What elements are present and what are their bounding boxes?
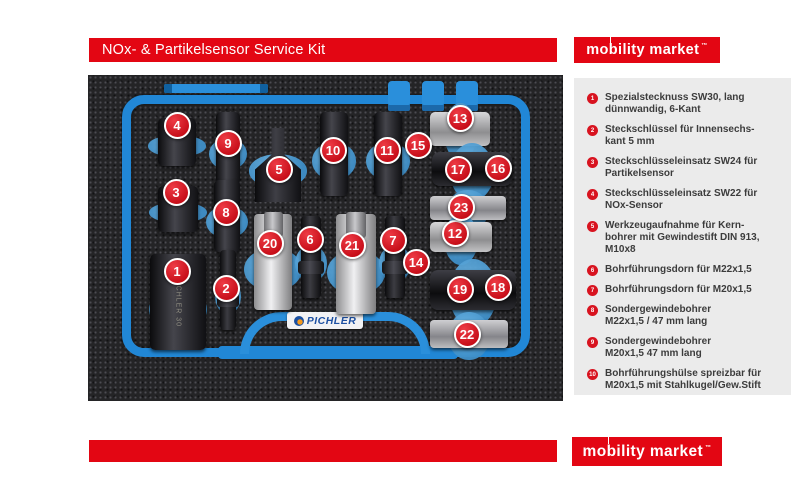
tool-marker-17: 17 <box>444 155 472 183</box>
legend-item-2: 2 Steckschlüssel für Innensechs- kant 5 m… <box>587 124 781 148</box>
legend-text: Bohrführungshülse spreizbar für M20x1,5 … <box>605 368 762 391</box>
tool-marker-19: 19 <box>446 275 474 303</box>
case-latch <box>388 81 410 111</box>
tool-marker-12: 12 <box>441 219 469 247</box>
legend-bullet: 2 <box>587 125 598 136</box>
page-title: NOx- & Partikelsensor Service Kit <box>102 42 326 58</box>
tool-20 <box>254 212 292 310</box>
tool-marker-2: 2 <box>212 274 240 302</box>
tool-marker-20: 20 <box>256 229 284 257</box>
tool-marker-1: 1 <box>163 257 191 285</box>
tool-marker-14: 14 <box>402 248 430 276</box>
footer-rule <box>89 440 557 462</box>
legend-item-6: 6 Bohrführungsdorn für M22x1,5 <box>587 264 781 276</box>
case-latch <box>422 81 444 111</box>
legend-item-5: 5 Werkzeugaufnahme für Kern- bohrer mit G… <box>587 220 781 256</box>
brand-name: mobility market <box>582 442 704 460</box>
tool-marker-8: 8 <box>212 198 240 226</box>
legend-item-3: 3 Steckschlüsseleinsatz SW24 für Partikel… <box>587 156 781 180</box>
case-hinge <box>164 84 268 93</box>
legend-text: Sondergewindebohrer M22x1,5 / 47 mm lang <box>605 304 712 327</box>
tool-21 <box>336 212 376 314</box>
legend-text: Werkzeugaufnahme für Kern- bohrer mit Ge… <box>605 220 760 255</box>
legend-text: Steckschlüsseleinsatz SW22 für NOx-Senso… <box>605 188 758 211</box>
legend-text: Steckschlüsseleinsatz SW24 für Partikels… <box>605 156 758 179</box>
trademark-symbol: ™ <box>701 43 708 49</box>
tool-marker-4: 4 <box>163 111 191 139</box>
legend-item-10: 10 Bohrführungshülse spreizbar für M20x1,… <box>587 368 781 392</box>
legend-panel: 1 Spezialstecknuss SW30, lang dünnwandig,… <box>574 78 791 395</box>
tool-marker-6: 6 <box>296 225 324 253</box>
legend-item-7: 7 Bohrführungsdorn für M20x1,5 <box>587 284 781 296</box>
tool-marker-3: 3 <box>162 178 190 206</box>
tool-marker-18: 18 <box>484 273 512 301</box>
legend-item-4: 4 Steckschlüsseleinsatz SW22 für NOx-Sens… <box>587 188 781 212</box>
legend-bullet: 6 <box>587 265 598 276</box>
tool-marker-23: 23 <box>447 193 475 221</box>
tool-marker-5: 5 <box>265 155 293 183</box>
page-title-bar: NOx- & Partikelsensor Service Kit <box>89 38 557 62</box>
trademark-symbol: ™ <box>705 444 712 451</box>
tool-marker-9: 9 <box>214 129 242 157</box>
legend-item-8: 8 Sondergewindebohrer M22x1,5 / 47 mm lan… <box>587 304 781 328</box>
tool-marker-15: 15 <box>404 131 432 159</box>
legend-text: Spezialstecknuss SW30, lang dünnwandig, … <box>605 92 745 115</box>
legend-bullet: 9 <box>587 337 598 348</box>
tool-marker-21: 21 <box>338 231 366 259</box>
tool-marker-13: 13 <box>446 104 474 132</box>
tool-marker-16: 16 <box>484 154 512 182</box>
brand-name: mobility market <box>586 42 700 58</box>
legend-bullet: 1 <box>587 93 598 104</box>
tool-marker-22: 22 <box>453 320 481 348</box>
pichler-sticker: PICHLER <box>287 312 363 329</box>
legend-bullet: 4 <box>587 189 598 200</box>
legend-bullet: 10 <box>587 369 598 380</box>
legend-text: Bohrführungsdorn für M22x1,5 <box>605 264 752 275</box>
legend-bullet: 7 <box>587 285 598 296</box>
legend-text: Bohrführungsdorn für M20x1,5 <box>605 284 752 295</box>
legend-bullet: 8 <box>587 305 598 316</box>
legend-item-9: 9 Sondergewindebohrer M20x1,5 47 mm lang <box>587 336 781 360</box>
tool-marker-11: 11 <box>373 136 401 164</box>
pichler-logo-icon <box>293 315 304 326</box>
legend-text: Sondergewindebohrer M20x1,5 47 mm lang <box>605 336 712 359</box>
pichler-logo-text: PICHLER <box>306 314 357 327</box>
tool-marker-7: 7 <box>379 226 407 254</box>
tool-marker-10: 10 <box>319 136 347 164</box>
legend-text: Steckschlüssel für Innensechs- kant 5 mm <box>605 124 755 147</box>
legend-item-1: 1 Spezialstecknuss SW30, lang dünnwandig,… <box>587 92 781 116</box>
legend-bullet: 3 <box>587 157 598 168</box>
legend-bullet: 5 <box>587 221 598 232</box>
